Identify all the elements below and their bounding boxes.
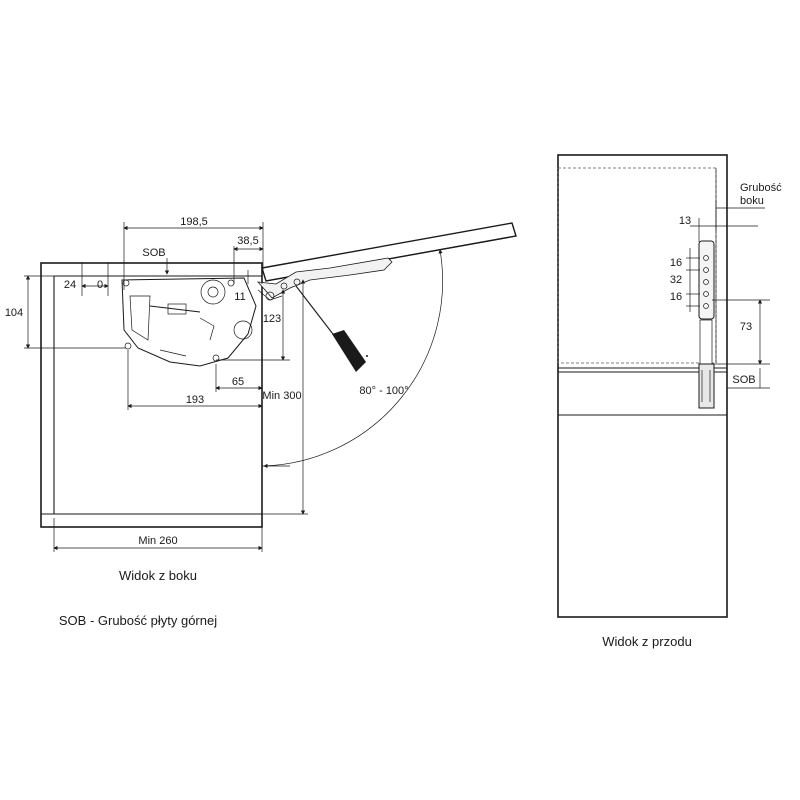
- dim-sob-front: SOB: [732, 374, 755, 386]
- cabinet-side: [40, 262, 263, 528]
- dim-193: 193: [186, 394, 204, 406]
- dim-boku: boku: [740, 195, 764, 207]
- dim-123: 123: [263, 313, 281, 325]
- side-view: 198,5 38,5 SOB 24 0 11 104 123 65 193 Mi…: [5, 216, 517, 583]
- dim-sob-side: SOB: [142, 247, 165, 259]
- dim-angle: 80° - 100°: [359, 385, 408, 397]
- swing-arc: [263, 249, 443, 468]
- caption-side-view: Widok z boku: [119, 568, 197, 583]
- front-view: Grubość boku 13 16 32 16 73 SOB Widok z …: [557, 154, 782, 649]
- dim-0: 0: [97, 279, 103, 291]
- dim-grubosc: Grubość: [740, 182, 782, 194]
- dim-198-5: 198,5: [180, 216, 208, 228]
- lift-mechanism: [121, 277, 257, 367]
- dim-104: 104: [5, 307, 23, 319]
- mounting-plate: [698, 240, 715, 409]
- screwdriver-icon: [295, 285, 368, 372]
- dim-73: 73: [740, 321, 752, 333]
- dimension-lines: [24, 222, 308, 552]
- dim-11: 11: [234, 291, 245, 303]
- dim-13: 13: [679, 215, 691, 227]
- dim-min-260: Min 260: [138, 535, 177, 547]
- dim-38-5: 38,5: [237, 235, 258, 247]
- legend-sob: SOB - Grubość płyty górnej: [59, 613, 217, 628]
- dim-32: 32: [670, 274, 682, 286]
- dim-min-300: Min 300: [262, 390, 301, 402]
- dim-16-top: 16: [670, 257, 682, 269]
- dim-24: 24: [64, 279, 76, 291]
- caption-front-view: Widok z przodu: [602, 634, 692, 649]
- dim-16-bottom: 16: [670, 291, 682, 303]
- front-dimension-lines: [686, 200, 770, 389]
- dim-65: 65: [232, 376, 244, 388]
